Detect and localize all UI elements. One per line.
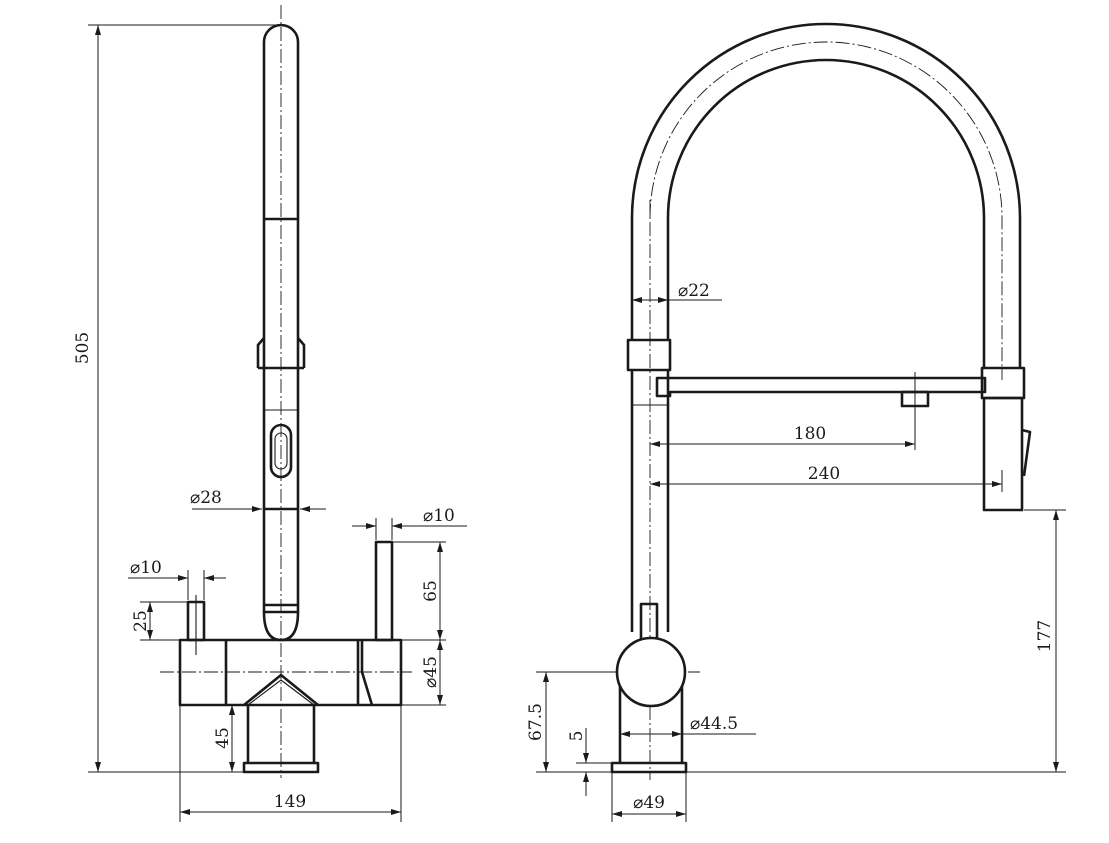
side-base-body [610, 636, 688, 774]
dim-body-diameter-side: ⌀44.5 [690, 714, 738, 734]
dim-right-handle-height: 65 [421, 580, 441, 602]
support-arm [655, 376, 987, 408]
dim-shank-height: 45 [213, 727, 233, 749]
dim-reach-240: 240 [808, 464, 840, 484]
arc-centerline [649, 41, 1003, 380]
dim-total-height: 505 [73, 332, 93, 364]
dim-left-handle-diameter: ⌀10 [130, 558, 162, 578]
dim-spout-diameter: ⌀28 [190, 488, 222, 508]
side-column [626, 338, 672, 632]
dim-base-diameter: ⌀49 [633, 793, 665, 813]
side-view: ⌀22 180 240 177 67.5 5 ⌀44.5 ⌀49 [526, 22, 1066, 822]
shank-base [242, 705, 320, 774]
hose-arc [630, 22, 1022, 368]
front-view: 505 ⌀28 ⌀10 ⌀10 25 65 ⌀45 45 [73, 5, 467, 822]
dim-reach-180: 180 [794, 424, 826, 444]
dim-body-diameter: ⌀45 [421, 656, 441, 688]
right-handle-lever [374, 540, 394, 642]
spray-button-inner [274, 432, 288, 470]
spray-button-slot [269, 423, 293, 479]
dim-body-height: 67.5 [526, 703, 546, 741]
left-handle-lever [186, 595, 206, 655]
spray-head [980, 366, 1032, 512]
dim-hose-diameter: ⌀22 [678, 281, 710, 301]
dim-left-handle-height: 25 [131, 610, 151, 632]
dim-base-height: 5 [567, 731, 587, 742]
dim-body-width: 149 [274, 792, 306, 812]
mixer-body [178, 638, 403, 707]
dim-spout-clearance: 177 [1035, 620, 1055, 652]
dim-right-handle-diameter: ⌀10 [423, 506, 455, 526]
